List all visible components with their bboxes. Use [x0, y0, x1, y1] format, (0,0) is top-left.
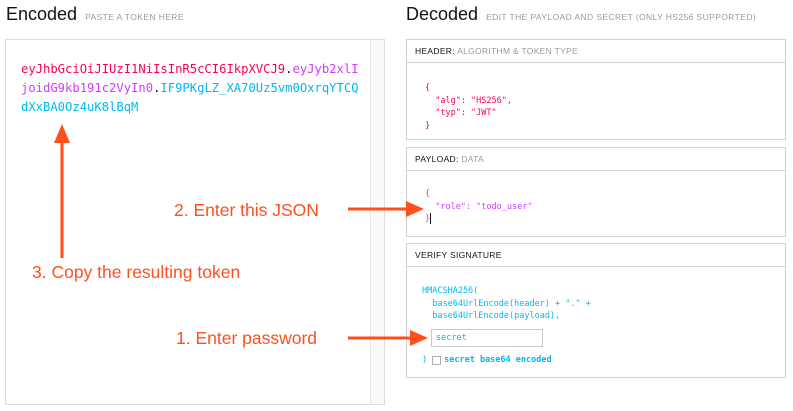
decoded-title-row: Decoded EDIT THE PAYLOAD AND SECRET (ONL…	[406, 4, 756, 25]
text-cursor	[430, 213, 432, 224]
payload-json-open: {	[425, 189, 431, 199]
payload-json-close: }	[425, 214, 431, 224]
decoded-subtitle: EDIT THE PAYLOAD AND SECRET (ONLY HS256 …	[486, 12, 757, 22]
arrow-to-secret	[348, 330, 428, 346]
header-json-line: "alg": "HS256",	[425, 95, 512, 106]
base64-checkbox[interactable]	[432, 355, 442, 365]
header-label: HEADER:	[415, 46, 455, 56]
token-text[interactable]: eyJhbGciOiJIUzI1NiIsInR5cCI6IkpXVCJ9.eyJ…	[21, 60, 361, 117]
encoded-title: Encoded	[6, 4, 78, 24]
encoded-scrollbar[interactable]	[370, 40, 384, 404]
encoded-title-row: Encoded PASTE A TOKEN HERE	[6, 4, 184, 25]
signature-section-title: VERIFY SIGNATURE	[407, 244, 785, 267]
signature-label: VERIFY SIGNATURE	[415, 250, 502, 260]
arrow-to-payload	[348, 201, 424, 217]
verify-signature-section: VERIFY SIGNATURE HMACSHA256( base64UrlEn…	[406, 243, 786, 378]
payload-label: PAYLOAD:	[415, 154, 459, 164]
decoded-title: Decoded	[406, 4, 479, 24]
header-section: HEADER: ALGORITHM & TOKEN TYPE { "alg": …	[406, 39, 786, 140]
header-json-line: }	[425, 120, 431, 131]
token-signature-part: IF9PKgLZ_XA70Uz5vm0OxrqYTCQdXxBA0Oz4uK8l…	[21, 81, 359, 114]
base64-checkbox-label[interactable]: secret base64 encoded	[444, 355, 552, 365]
header-section-title: HEADER: ALGORITHM & TOKEN TYPE	[407, 40, 785, 63]
annotation-enter-json: 2. Enter this JSON	[174, 200, 319, 220]
signature-close-row: ) secret base64 encoded	[422, 354, 552, 367]
arrow-to-token	[54, 124, 70, 258]
token-dot: .	[153, 81, 161, 95]
signature-close-paren: )	[422, 355, 428, 365]
signature-code-line: base64UrlEncode(header) + "." +	[422, 298, 591, 309]
token-payload-part: eyJyb2xlIjoidG9kb191c2VyIn0	[21, 62, 359, 95]
payload-section: PAYLOAD: DATA { "role": "todo_user" }	[406, 147, 786, 237]
secret-input[interactable]: secret	[431, 329, 543, 347]
payload-section-title: PAYLOAD: DATA	[407, 148, 785, 171]
signature-code-line: HMACSHA256(	[422, 286, 479, 296]
payload-sublabel: DATA	[461, 154, 484, 164]
annotation-enter-password: 1. Enter password	[176, 328, 318, 348]
encoded-subtitle: PASTE A TOKEN HERE	[85, 12, 184, 22]
annotation-copy-token: 3. Copy the resulting token	[32, 262, 241, 282]
header-json-line: "typ": "JWT"	[425, 108, 497, 118]
token-dot: .	[285, 62, 293, 76]
header-sublabel: ALGORITHM & TOKEN TYPE	[457, 46, 578, 56]
header-json-line: {	[425, 83, 431, 93]
token-header-part: eyJhbGciOiJIUzI1NiIsInR5cCI6IkpXVCJ9	[21, 62, 286, 76]
payload-json-line: "role": "todo_user"	[425, 201, 533, 212]
signature-code-line: base64UrlEncode(payload),	[422, 311, 561, 321]
encoded-token-textarea[interactable]: eyJhbGciOiJIUzI1NiIsInR5cCI6IkpXVCJ9.eyJ…	[5, 39, 385, 405]
